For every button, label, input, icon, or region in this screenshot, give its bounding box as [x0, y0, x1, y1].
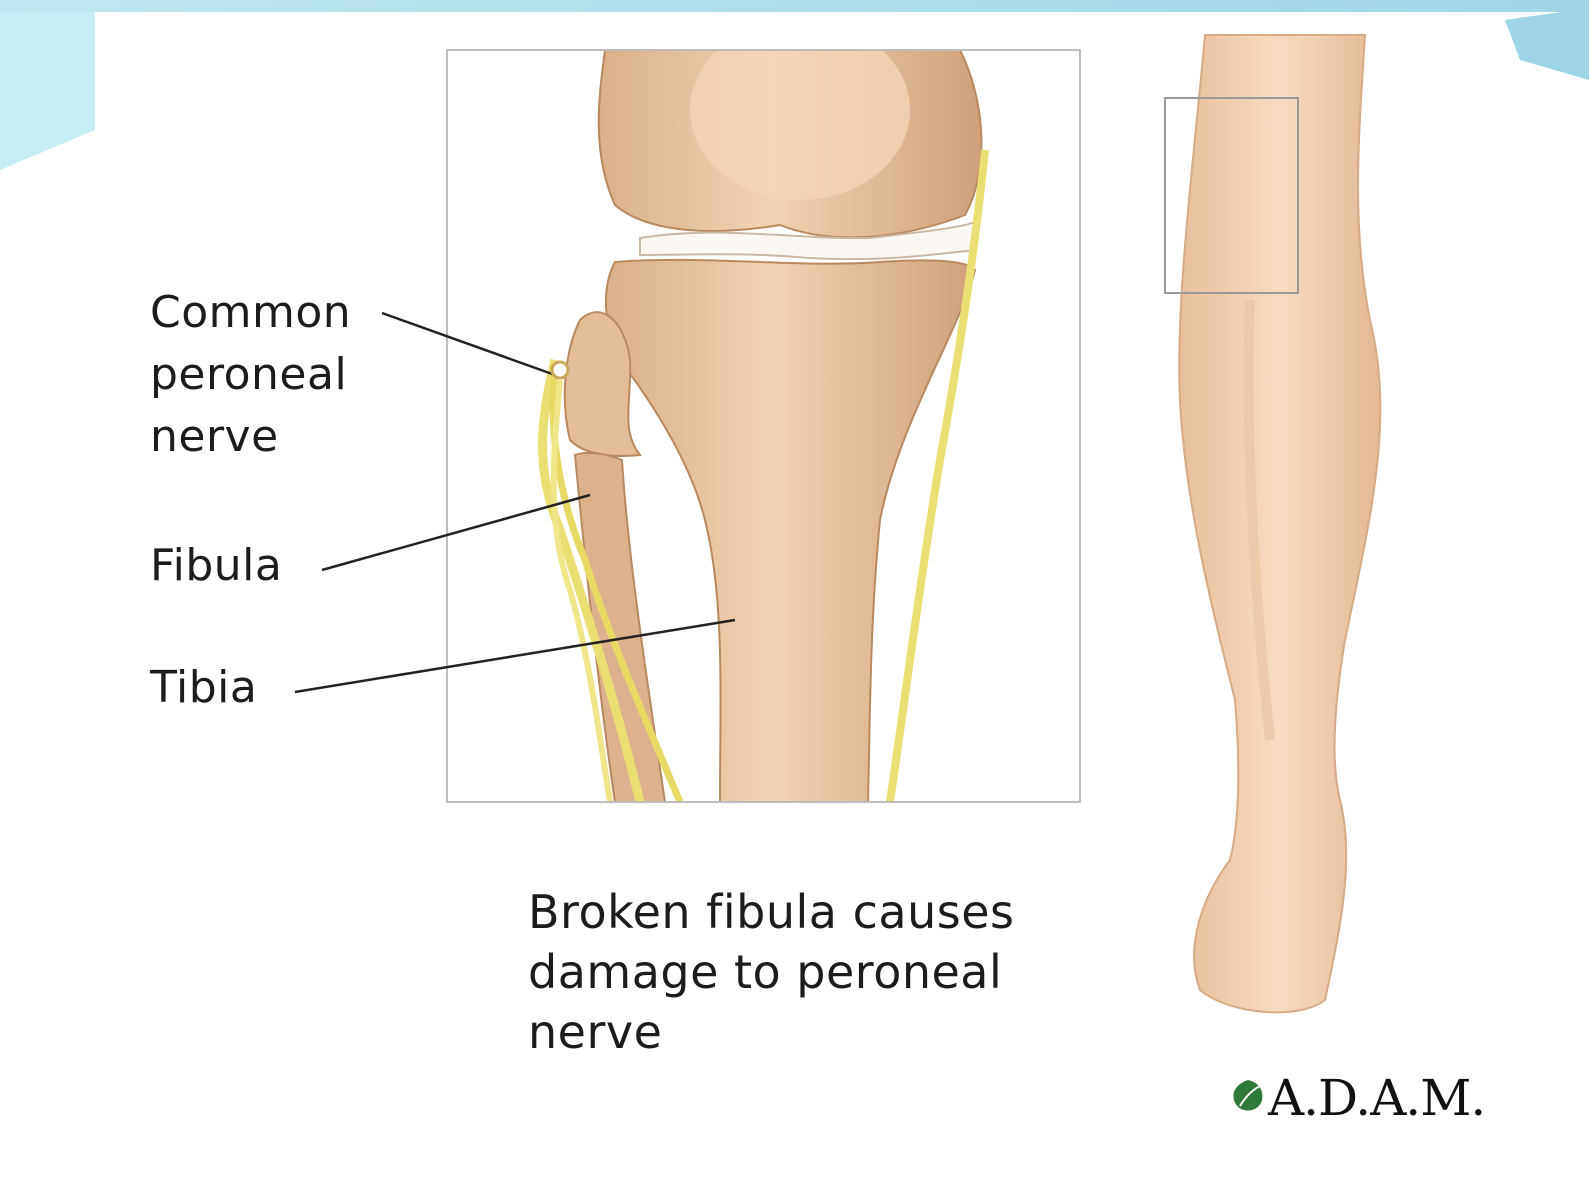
leader-line-peroneal-nerve	[382, 313, 555, 375]
label-fibula: Fibula	[150, 535, 282, 597]
caption-line: Broken fibula causes	[528, 882, 1014, 942]
label-common-peroneal-nerve: Common peroneal nerve	[150, 282, 351, 468]
caption-line: damage to peroneal	[528, 942, 1002, 1002]
caption-line: nerve	[528, 1002, 662, 1062]
adam-logo-leaf-icon	[1228, 1076, 1268, 1116]
leader-line-fibula	[322, 495, 590, 570]
adam-logo: A.D.A.M.	[1268, 1068, 1485, 1128]
label-line: peroneal	[150, 344, 351, 406]
label-line: Common	[150, 282, 351, 344]
fracture-marker	[552, 362, 568, 378]
label-tibia: Tibia	[150, 657, 257, 719]
leader-line-tibia	[295, 620, 735, 692]
label-line: nerve	[150, 406, 351, 468]
